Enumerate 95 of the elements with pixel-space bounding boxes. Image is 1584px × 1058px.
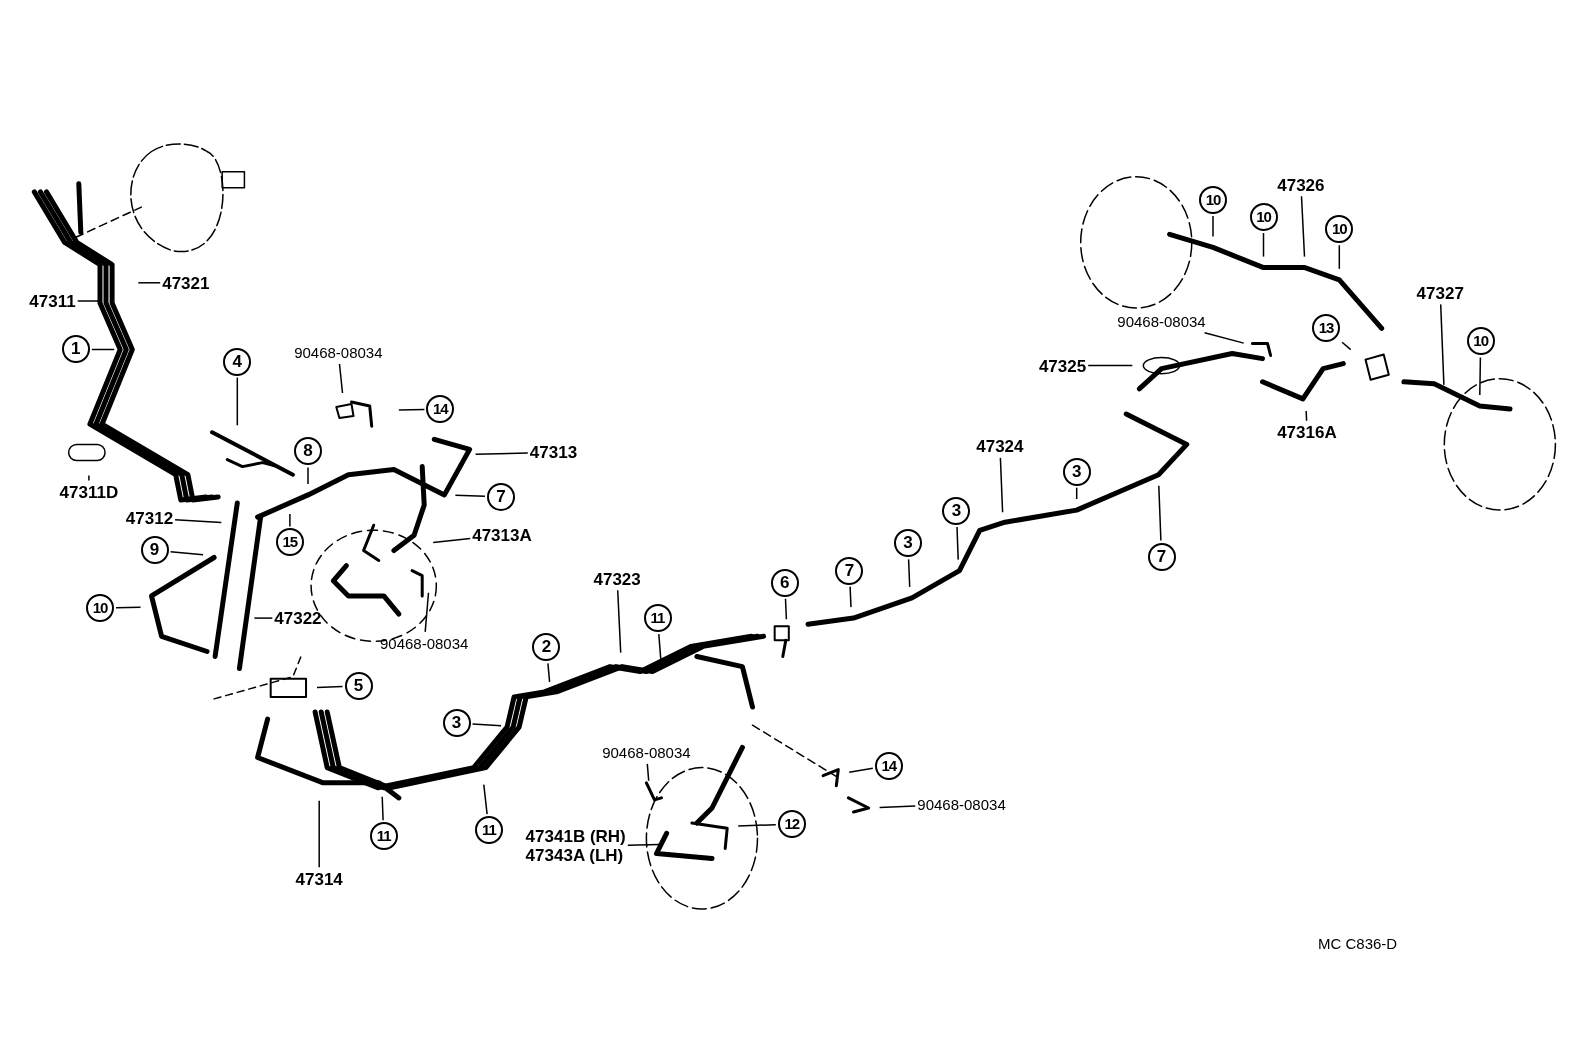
leader-line	[1305, 410, 1308, 422]
leader-line	[658, 633, 662, 661]
drawing-code: MC C836-D	[1318, 935, 1398, 952]
callout-number: 3	[942, 497, 971, 526]
callout-number: 15	[275, 528, 304, 557]
callout-number: 8	[294, 437, 323, 466]
callout-number: 2	[532, 633, 561, 662]
callout-number: 5	[344, 671, 373, 700]
part-number: 47313A	[472, 525, 532, 545]
leader-line	[849, 585, 852, 608]
leader-line	[1439, 303, 1445, 386]
leader-line	[424, 591, 430, 633]
leader-line	[236, 376, 239, 427]
leader-line	[91, 348, 115, 351]
callout-number: 14	[874, 751, 903, 780]
leader-line	[737, 823, 777, 827]
leader-line	[289, 513, 291, 528]
leader-line	[1479, 356, 1482, 396]
leader-line	[115, 606, 142, 609]
part-number: 47311	[29, 291, 76, 311]
part-number: 47321	[162, 273, 210, 293]
leader-line	[907, 558, 911, 588]
part-number: 47313	[529, 442, 578, 462]
part-number: 47327	[1416, 283, 1464, 303]
leader-line	[316, 685, 344, 689]
leader-line	[338, 363, 344, 394]
callout-number: 10	[86, 594, 114, 622]
leader-line	[454, 494, 486, 498]
callout-number: 1	[61, 335, 90, 364]
leader-line	[1087, 364, 1134, 367]
leader-line	[432, 537, 471, 544]
leader-line	[848, 767, 874, 773]
part-number: 47341B (RH) 47343A (LH)	[525, 827, 626, 866]
leader-line	[398, 408, 426, 411]
callout-number: 3	[894, 529, 922, 558]
part-number: 90468-08034	[917, 794, 1006, 814]
leader-line	[1075, 486, 1078, 500]
callout-number: 4	[223, 347, 252, 376]
callout-number: 6	[770, 568, 799, 597]
leader-line	[1262, 232, 1265, 258]
leader-line	[646, 763, 650, 782]
leader-line	[474, 452, 529, 456]
leader-line	[547, 662, 551, 683]
leader-line	[318, 800, 320, 868]
leader-line	[1338, 244, 1341, 270]
leader-line	[381, 796, 384, 822]
callout-number: 3	[442, 709, 471, 738]
callout-number: 12	[777, 810, 806, 839]
leader-line	[784, 598, 788, 620]
part-number: 47312	[125, 508, 174, 528]
leader-line	[88, 474, 90, 482]
callout-number: 10	[1199, 185, 1227, 214]
part-number: 90468-08034	[602, 742, 691, 762]
leader-line	[174, 518, 223, 524]
leader-line	[627, 843, 661, 846]
callout-number: 3	[1062, 457, 1091, 486]
callout-number: 7	[486, 482, 515, 511]
part-number: 90468-08034	[1117, 311, 1206, 331]
leader-line	[1341, 341, 1352, 351]
leader-line	[169, 551, 204, 556]
leader-line	[956, 526, 959, 561]
leader-line	[253, 617, 274, 619]
callout-number: 14	[426, 395, 455, 424]
callout-number: 11	[474, 816, 503, 845]
callout-number: 10	[1249, 203, 1278, 232]
callout-number: 11	[369, 822, 398, 851]
callout-number: 10	[1466, 327, 1495, 356]
part-number: 90468-08034	[294, 343, 383, 362]
leader-line	[1203, 331, 1245, 344]
leader-line	[307, 466, 309, 485]
callout-number: 9	[140, 536, 169, 565]
leader-line	[1212, 215, 1214, 238]
leader-line	[471, 723, 502, 727]
leader-line	[878, 805, 917, 809]
part-number: 47322	[274, 608, 322, 628]
leader-line	[1300, 195, 1306, 258]
callout-number: 10	[1325, 215, 1354, 244]
part-number: 47325	[1038, 356, 1087, 376]
leader-line	[137, 282, 161, 284]
leader-line	[616, 589, 622, 654]
callout-number: 7	[1147, 542, 1176, 571]
leader-line	[1158, 484, 1162, 542]
callout-number: 13	[1312, 314, 1341, 343]
part-number: 47311D	[59, 482, 119, 502]
part-number: 47316A	[1277, 422, 1337, 442]
part-number: 47314	[295, 869, 343, 889]
leader-line	[76, 300, 100, 302]
part-number: 90468-08034	[380, 633, 469, 653]
callout-number: 11	[643, 604, 672, 633]
callout-number: 7	[835, 556, 864, 585]
leader-line	[483, 783, 488, 815]
part-number: 47323	[593, 569, 641, 589]
part-number: 47324	[976, 436, 1024, 456]
part-number: 47326	[1277, 175, 1325, 195]
leader-line	[999, 457, 1004, 513]
